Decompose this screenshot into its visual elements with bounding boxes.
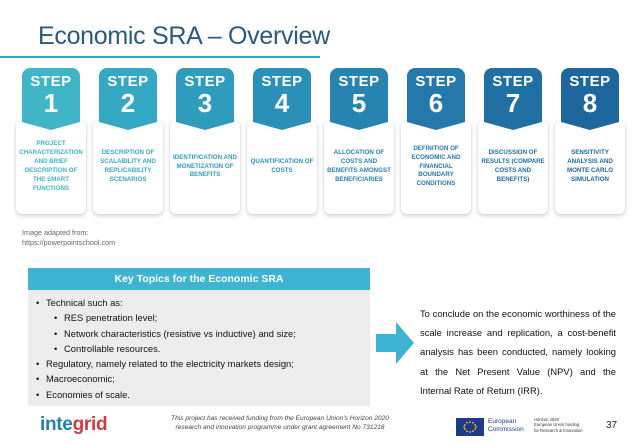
step-card (324, 120, 394, 214)
topics-header: Key Topics for the Economic SRA (28, 268, 370, 290)
step-word: STEP (107, 73, 149, 90)
step-card (478, 120, 548, 214)
programme-line-3: for Research & Innovation (534, 427, 583, 433)
step-description: QUANTIFICATION OF COSTS (250, 158, 314, 174)
step-tab: STEP 4 (253, 68, 311, 130)
topics-box: Technical such as: RES penetration level… (28, 290, 370, 406)
step-number: 4 (274, 88, 290, 118)
step-word: STEP (569, 73, 611, 90)
step-number: 3 (197, 88, 213, 118)
step-word: STEP (30, 73, 72, 90)
step-5: ALLOCATION OF COSTS AND BENEFITS AMONGST… (324, 68, 394, 214)
step-2: DESCRIPTION OF SCALABILITY AND REPLICABI… (93, 68, 163, 214)
step-card (555, 120, 625, 214)
horizon-2020-label: Horizon 2020 European Union funding for … (534, 417, 582, 433)
topic-item: Economies of scale. (34, 387, 364, 403)
topic-subitem: Network characteristics (resistive vs in… (34, 326, 364, 342)
step-card (401, 120, 471, 214)
logo-text-accent: grid (72, 414, 108, 435)
funding-line-1: This project has received funding from t… (171, 415, 389, 422)
eu-label-line-2: Commission (488, 426, 524, 434)
programme-line-1: Horizon 2020 (534, 417, 559, 422)
step-word: STEP (492, 73, 534, 90)
step-tab: STEP 2 (99, 68, 157, 130)
conclusion-text: To conclude on the economic worthiness o… (420, 308, 616, 396)
step-description: ALLOCATION OF COSTS AND BENEFITS AMONGST… (327, 149, 391, 183)
step-description: DESCRIPTION OF SCALABILITY AND REPLICABI… (100, 149, 156, 183)
topic-subitem: Controllable resources. (34, 341, 364, 357)
step-number: 5 (351, 88, 367, 118)
step-word: STEP (415, 73, 457, 90)
image-credit: Image adapted from: https://powerpointsc… (22, 228, 115, 247)
topic-item: Technical such as: (34, 295, 364, 311)
image-credit-label: Image adapted from: (22, 228, 89, 237)
step-3: IDENTIFICATION AND MONETIZATION OF BENEF… (170, 68, 240, 214)
step-word: STEP (338, 73, 380, 90)
step-tab: STEP 8 (561, 68, 619, 130)
step-tab: STEP 5 (330, 68, 388, 130)
steps-row: PROJECT CHARACTERIZATION AND BRIEF DESCR… (16, 68, 625, 214)
step-1: PROJECT CHARACTERIZATION AND BRIEF DESCR… (16, 68, 86, 214)
step-description: PROJECT CHARACTERIZATION AND BRIEF DESCR… (19, 140, 83, 192)
european-commission-label: European Commission (488, 418, 524, 435)
step-word: STEP (261, 73, 303, 90)
step-tab: STEP 7 (484, 68, 542, 130)
step-description: IDENTIFICATION AND MONETIZATION OF BENEF… (173, 153, 237, 179)
funding-line-2: research and innovation programme under … (175, 423, 385, 431)
step-word: STEP (184, 73, 226, 90)
step-tab: STEP 3 (176, 68, 234, 130)
integrid-logo: integrid (40, 414, 108, 436)
step-4: QUANTIFICATION OF COSTS STEP 4 (247, 68, 317, 214)
step-number: 1 (43, 88, 59, 118)
title-underline (0, 56, 320, 58)
programme-line-2: European Union funding (534, 422, 580, 428)
step-number: 8 (582, 88, 598, 118)
slide-title: Economic SRA – Overview (38, 22, 330, 50)
step-description: SENSITIVITY ANALYSIS AND MONTE CARLO SIM… (566, 149, 614, 183)
step-7: DISCUSSION OF RESULTS (COMPARE COSTS AND… (478, 68, 548, 214)
step-number: 2 (120, 88, 136, 118)
step-description: DEFINITION OF ECONOMIC AND FINANCIAL BOU… (411, 144, 461, 188)
funding-note: This project has received funding from t… (130, 415, 430, 433)
eu-flag-icon (456, 418, 484, 436)
eu-stars-icon (463, 421, 477, 433)
step-tab: STEP 6 (407, 68, 465, 130)
step-tab: STEP 1 (22, 68, 80, 130)
topics-list: Technical such as: RES penetration level… (34, 295, 364, 402)
step-8: SENSITIVITY ANALYSIS AND MONTE CARLO SIM… (555, 68, 625, 214)
step-card (170, 120, 240, 214)
step-6: DEFINITION OF ECONOMIC AND FINANCIAL BOU… (401, 68, 471, 214)
right-arrow-icon (376, 322, 414, 364)
topic-item: Regulatory, namely related to the electr… (34, 356, 364, 372)
topic-subitem: RES penetration level; (34, 310, 364, 326)
logo-text-main: inte (40, 414, 73, 435)
eu-label-line-1: European (488, 418, 517, 425)
step-number: 6 (428, 88, 444, 118)
step-card (93, 120, 163, 214)
step-number: 7 (505, 88, 521, 118)
step-description: DISCUSSION OF RESULTS (COMPARE COSTS AND… (481, 149, 545, 183)
page-number: 37 (606, 420, 618, 431)
step-card (247, 120, 317, 214)
image-credit-url: https://powerpointschool.com (22, 237, 116, 247)
step-card (16, 120, 86, 214)
topic-item: Macroeconomic; (34, 371, 364, 387)
